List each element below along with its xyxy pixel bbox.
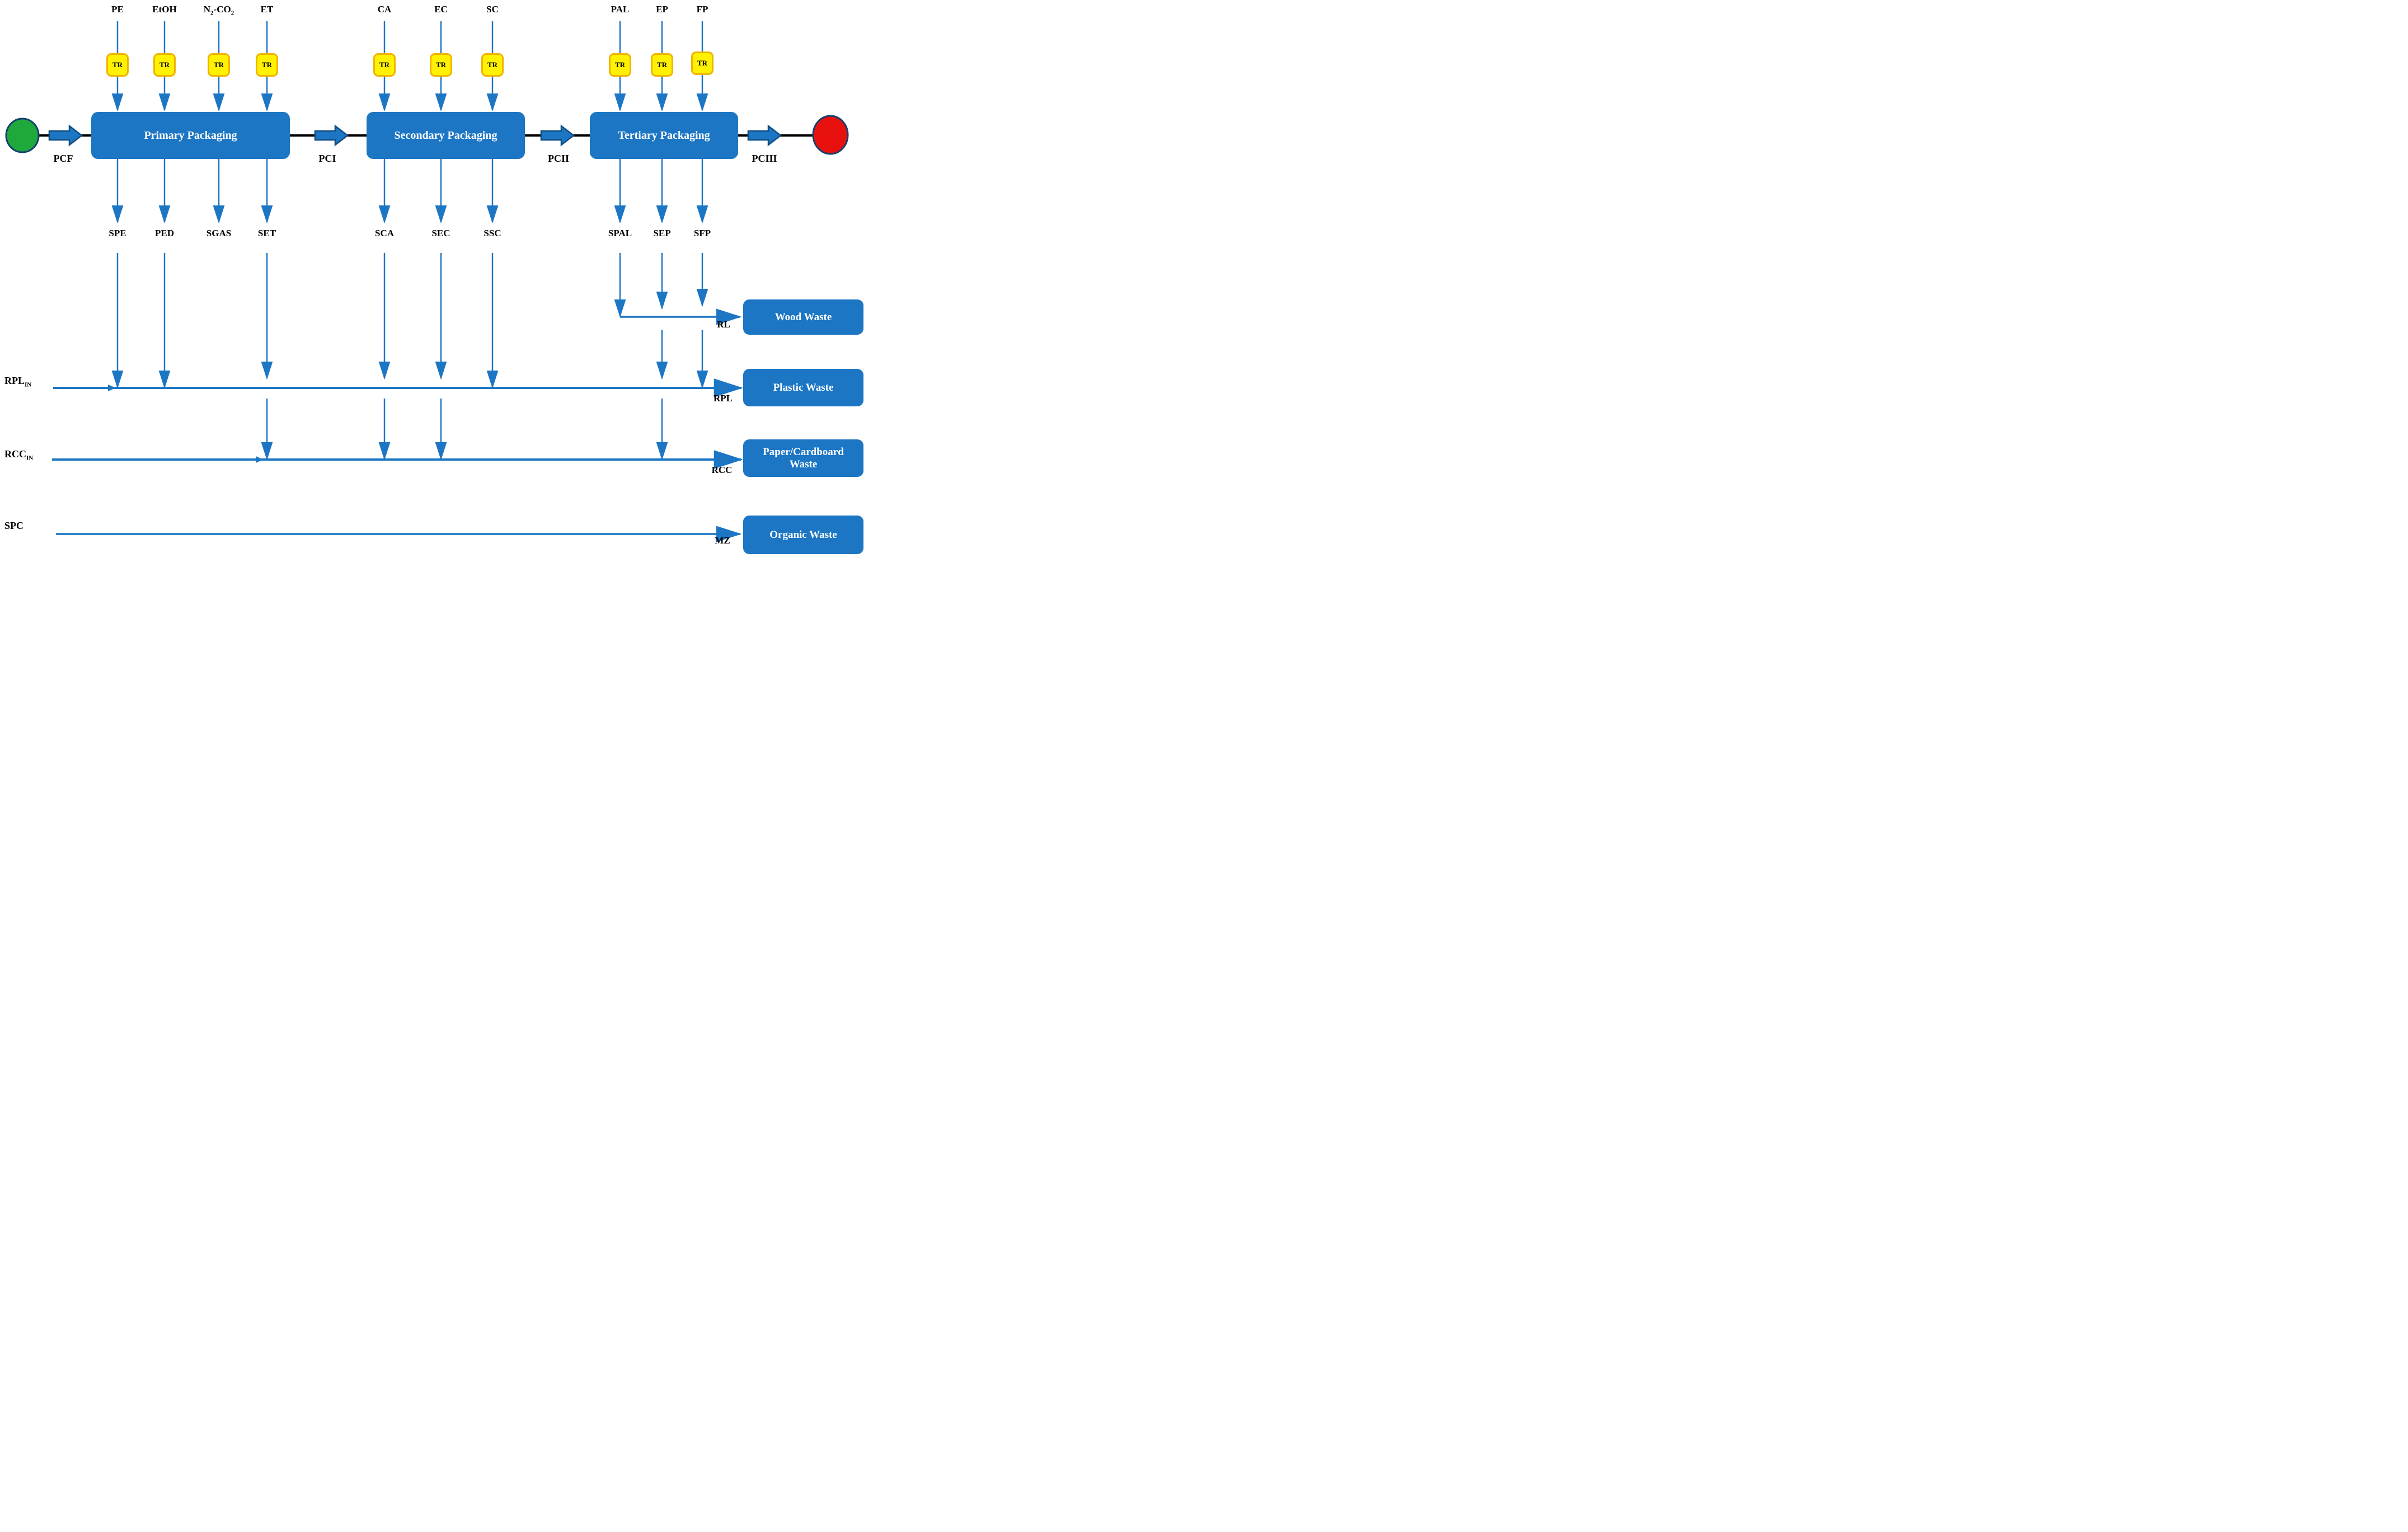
output-label-sec: SEC	[431, 228, 450, 238]
tr-box-ca: TR	[373, 53, 396, 77]
pcii-block-arrow	[540, 124, 575, 147]
waste-box-wood: Wood Waste	[743, 299, 863, 335]
start-node	[5, 118, 40, 153]
flow-label-pcii: PCII	[547, 153, 570, 164]
recycle-label-rcc: RCC	[711, 465, 733, 475]
left-label-rpl-in: RPLIN	[4, 375, 32, 388]
left-label-spc: SPC	[4, 520, 24, 531]
output-label-ssc: SSC	[484, 228, 501, 238]
input-label-pal: PAL	[611, 4, 630, 15]
input-label-etoh: EtOH	[152, 4, 177, 15]
output-label-ped: PED	[155, 228, 174, 238]
output-label-sfp: SFP	[693, 228, 711, 238]
input-label-fp: FP	[696, 4, 708, 15]
output-label-sgas: SGAS	[206, 228, 232, 238]
input-label-ep: EP	[656, 4, 668, 15]
tr-box-pal: TR	[609, 53, 631, 77]
input-label-sc: SC	[486, 4, 499, 15]
input-label-ec: EC	[434, 4, 448, 15]
input-label-ca: CA	[377, 4, 392, 15]
input-label-et: ET	[260, 4, 274, 15]
recycle-label-rpl: RPL	[714, 393, 733, 404]
input-label-pe: PE	[111, 4, 124, 15]
tr-box-n2co2: TR	[208, 53, 230, 77]
output-lines-lower	[111, 253, 708, 461]
left-label-rcc-in: RCCIN	[4, 448, 34, 462]
tr-box-etoh: TR	[153, 53, 176, 77]
output-lines-upper	[111, 159, 708, 224]
input-label-n2co2: N2-CO2	[203, 4, 234, 17]
rpl-in-arrowhead	[108, 385, 116, 391]
packaging-flow-diagram: PE EtOH N2-CO2 ET CA EC SC PAL EP FP TR …	[0, 0, 877, 558]
diagram-connectors	[5, 21, 849, 542]
tr-box-ec: TR	[430, 53, 452, 77]
pciii-block-arrow	[747, 124, 782, 147]
output-label-sep: SEP	[653, 228, 671, 238]
flow-label-pcf: PCF	[53, 153, 73, 164]
tr-box-fp: TR	[691, 51, 714, 75]
waste-box-plastic: Plastic Waste	[743, 369, 863, 406]
process-block-arrows	[48, 124, 782, 147]
pci-block-arrow	[314, 124, 349, 147]
waste-box-paper-cardboard: Paper/Cardboard Waste	[743, 439, 863, 477]
tr-box-pe: TR	[106, 53, 129, 77]
rcc-in-arrowhead	[256, 456, 264, 463]
collector-lines	[52, 308, 743, 542]
pcf-block-arrow	[48, 124, 83, 147]
output-label-spe: SPE	[109, 228, 126, 238]
stage-tertiary-packaging: Tertiary Packaging	[590, 112, 738, 159]
output-label-set: SET	[257, 228, 276, 238]
flow-label-pciii: PCIII	[752, 153, 777, 164]
output-label-sca: SCA	[374, 228, 395, 238]
waste-box-organic: Organic Waste	[743, 516, 863, 554]
recycle-label-rl: RL	[717, 319, 730, 330]
recycle-label-mz: MZ	[715, 535, 730, 546]
tr-box-et: TR	[256, 53, 278, 77]
tr-box-sc: TR	[481, 53, 504, 77]
stage-primary-packaging: Primary Packaging	[91, 112, 290, 159]
output-label-spal: SPAL	[608, 228, 632, 238]
tr-box-ep: TR	[651, 53, 673, 77]
end-node	[812, 115, 849, 155]
flow-label-pci: PCI	[318, 153, 336, 164]
stage-secondary-packaging: Secondary Packaging	[367, 112, 525, 159]
